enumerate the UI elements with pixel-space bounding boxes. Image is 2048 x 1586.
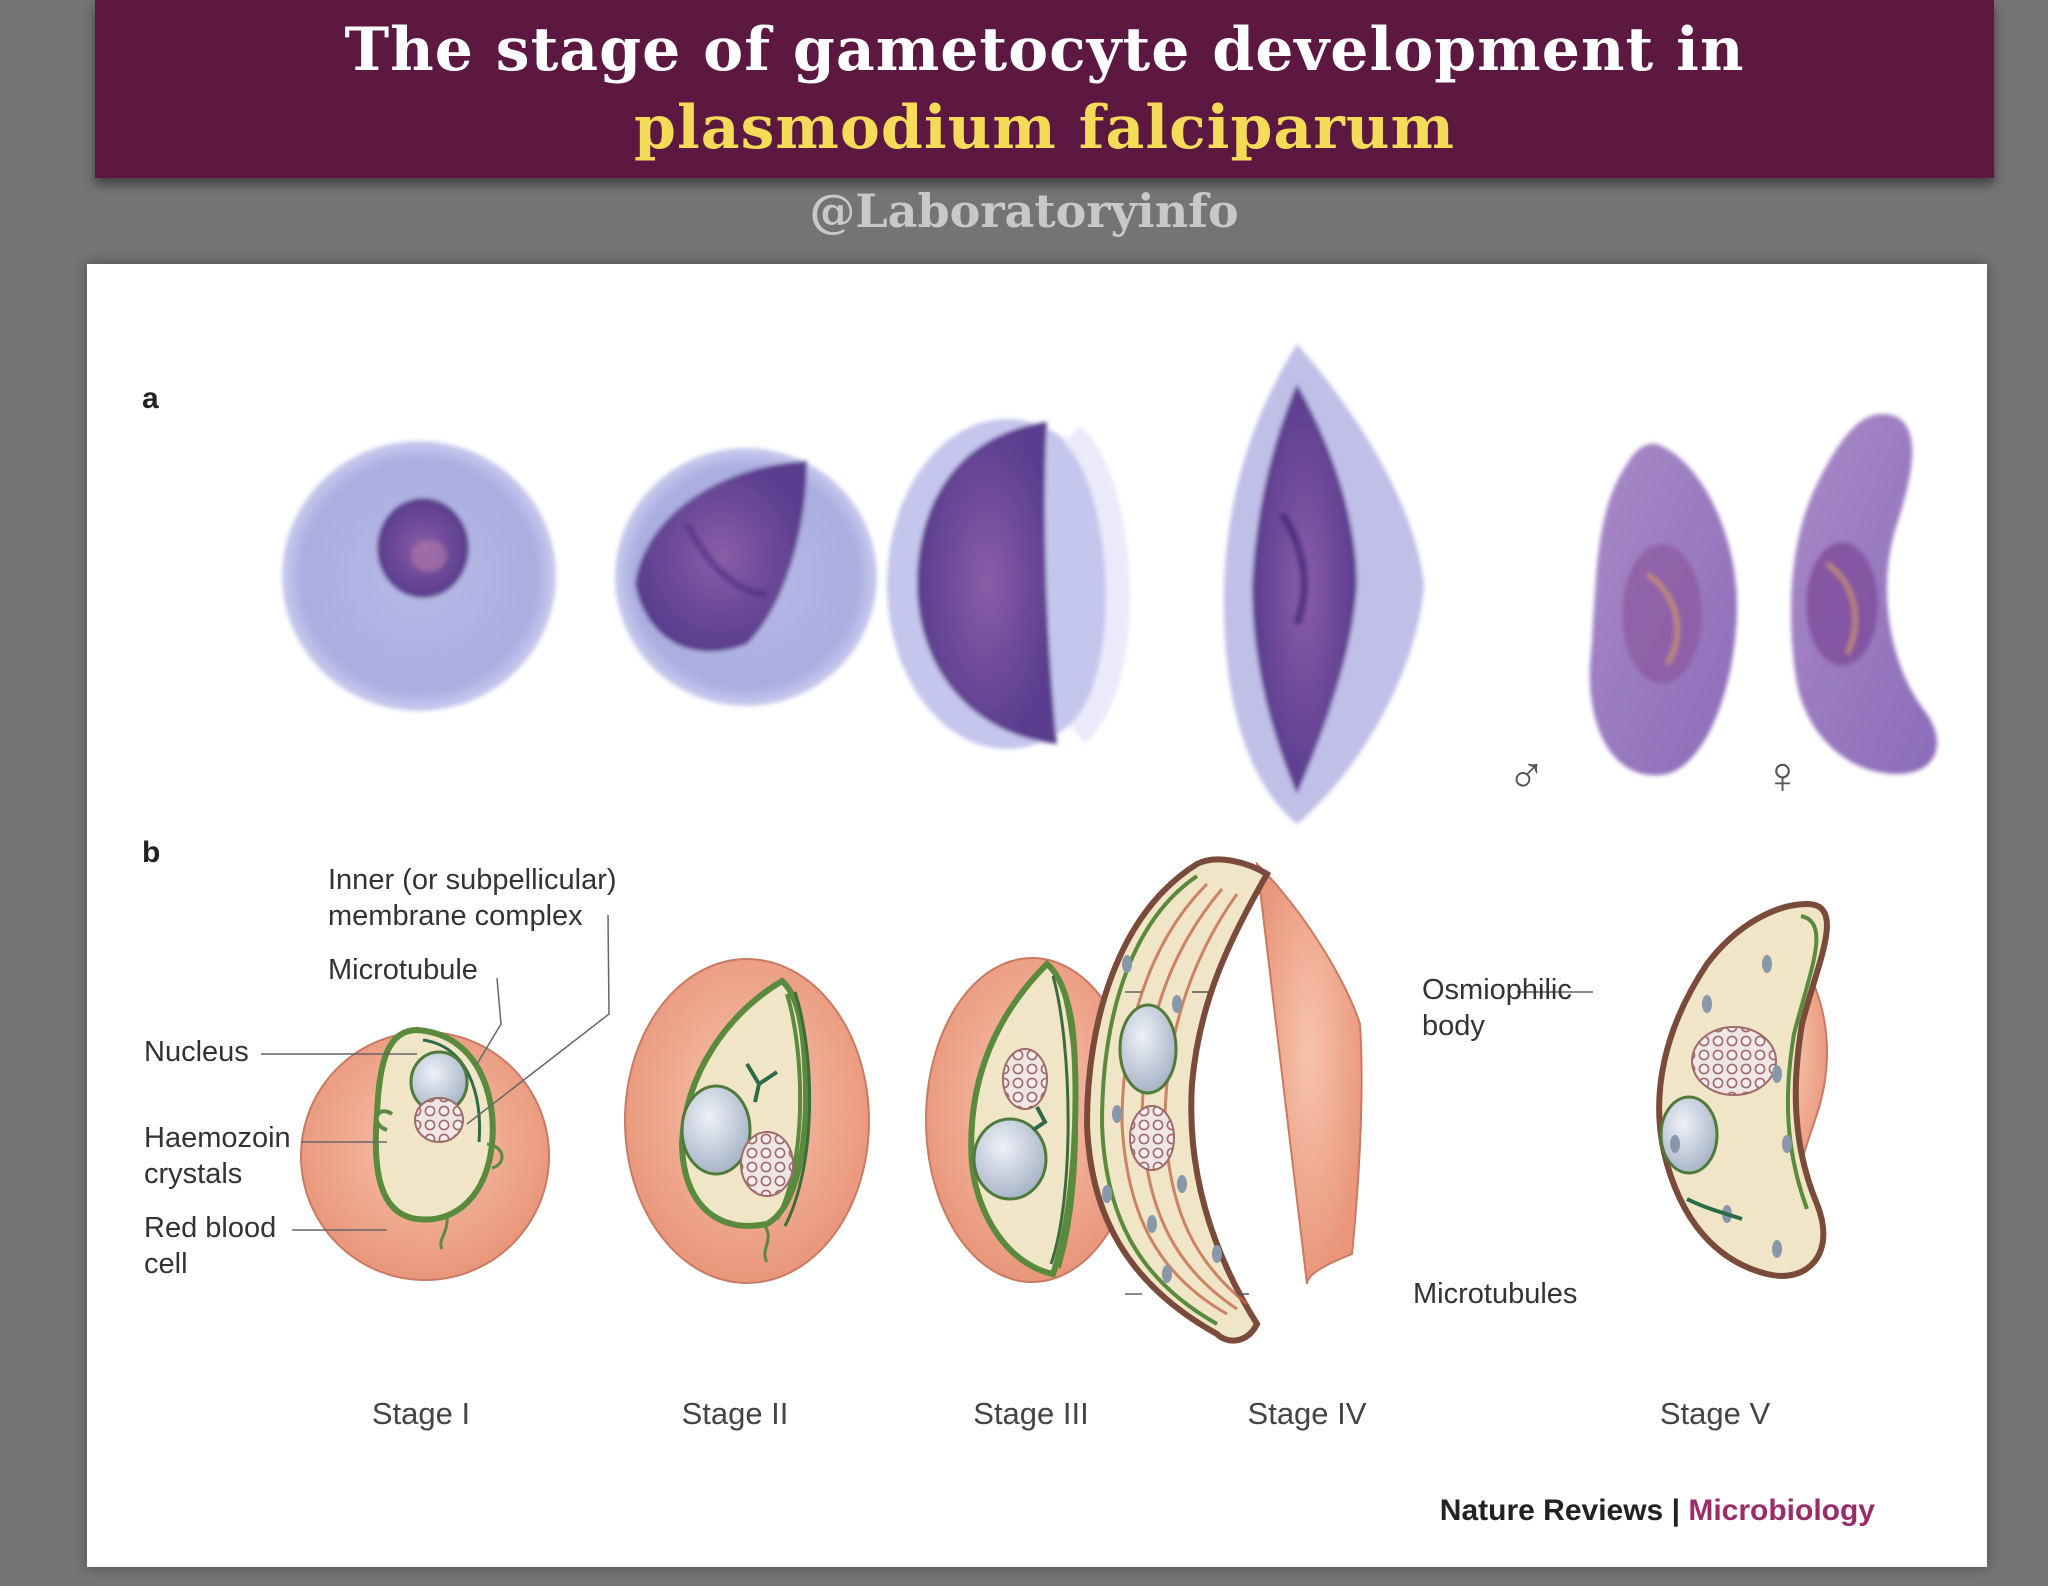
stage-3-label: Stage III [973,1396,1089,1431]
title-banner: The stage of gametocyte development in p… [95,0,1994,178]
diagram-stage-5 [1656,900,1830,1279]
panel-b-label: b [142,836,161,869]
label-osmiophilic-1: Osmiophilic [1422,974,1572,1006]
panel-a-label: a [142,382,159,415]
diagram-stage-4 [1083,856,1363,1344]
figure-credit: Nature Reviews | Microbiology [1440,1494,1875,1528]
watermark-handle: @Laboratoryinfo [809,184,1239,238]
stage-5-label: Stage V [1659,1396,1771,1431]
figure-illustration [261,344,1937,1344]
label-microtubule: Microtubule [328,954,478,986]
smear-female-gametocyte [1791,414,1937,774]
diagram-stage-2 [624,958,870,1284]
stage-4-label: Stage IV [1247,1396,1367,1431]
smear-cell-3 [887,419,1130,749]
diagram-stage-3 [925,957,1139,1283]
credit-journal: Nature Reviews [1439,1494,1664,1527]
label-inner-membrane-1: Inner (or subpellicular) [328,864,617,896]
title-line-1: The stage of gametocyte development in [344,15,1745,85]
smear-cell-1 [282,441,556,711]
label-inner-membrane-2: membrane complex [328,900,583,932]
label-haemozoin-2: crystals [144,1158,243,1190]
title-line-2: plasmodium falciparum [633,93,1455,163]
label-rbc-1: Red blood [144,1212,277,1244]
label-microtubules: Microtubules [1413,1278,1578,1310]
male-symbol: ♂ [1507,747,1546,805]
female-symbol: ♀ [1763,747,1802,805]
stage-1-label: Stage I [371,1396,471,1431]
label-haemozoin-1: Haemozoin [144,1122,291,1154]
smear-cell-2 [615,448,877,706]
figure-panel: a b ♂ ♀ Inner (or subpellicular) membran… [87,264,1987,1567]
smear-cell-4 [1223,344,1424,824]
label-nucleus: Nucleus [144,1036,249,1068]
smear-male-gametocyte [1589,443,1737,776]
leader-lines [261,914,1593,1295]
label-rbc-2: cell [144,1248,188,1280]
label-osmiophilic-2: body [1422,1010,1485,1042]
stage-2-label: Stage II [681,1396,789,1431]
diagram-stage-1 [300,1026,550,1281]
credit-separator: | [1671,1494,1680,1527]
credit-field: Microbiology [1688,1494,1875,1527]
